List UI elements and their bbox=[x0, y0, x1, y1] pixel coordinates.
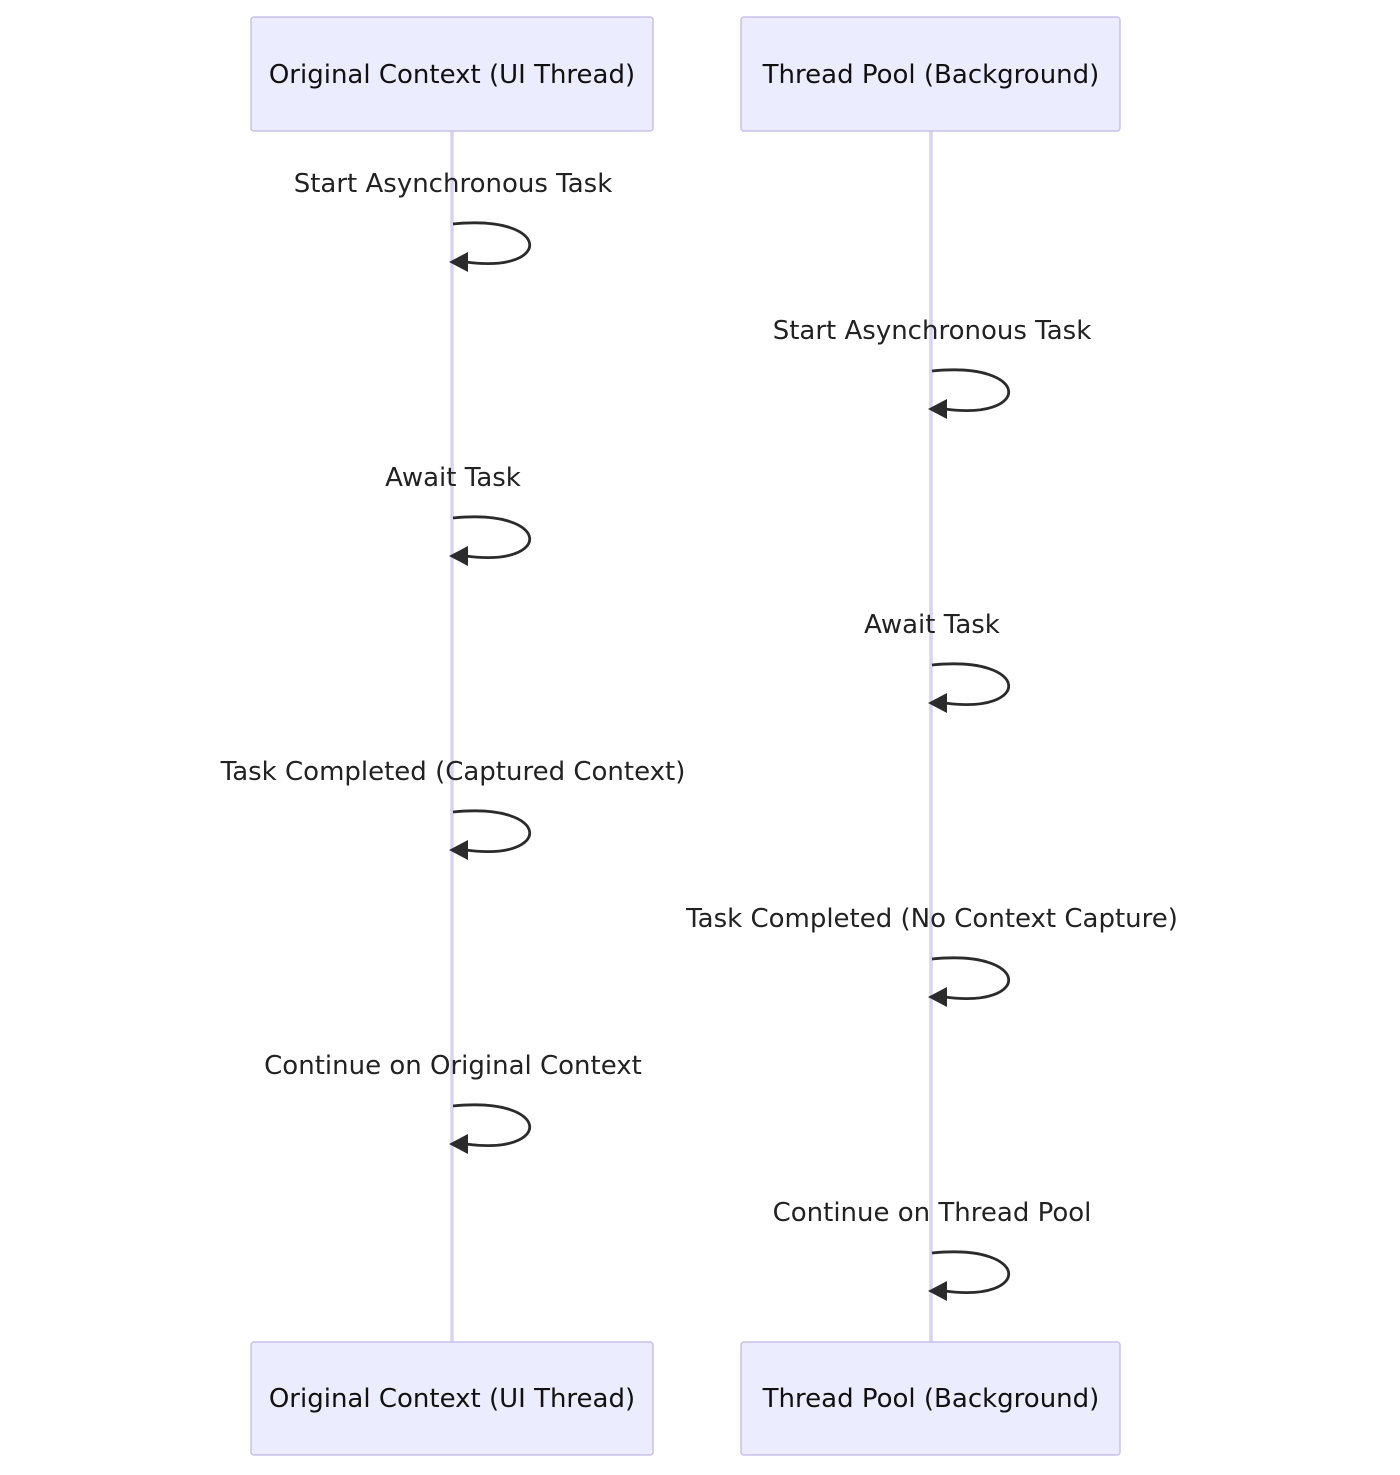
message-8: Continue on Thread Pool bbox=[773, 1198, 1092, 1301]
actor-pool-bottom-label: Thread Pool (Background) bbox=[762, 1384, 1100, 1414]
message-5: Task Completed (Captured Context) bbox=[220, 757, 686, 860]
actor-pool-top-label: Thread Pool (Background) bbox=[762, 60, 1100, 90]
message-7: Continue on Original Context bbox=[264, 1051, 642, 1154]
message-7-label: Continue on Original Context bbox=[264, 1051, 642, 1081]
actor-pool-top: Thread Pool (Background) bbox=[740, 16, 1121, 132]
message-6-label: Task Completed (No Context Capture) bbox=[685, 904, 1178, 934]
message-4: Await Task bbox=[864, 610, 1011, 713]
actor-ui-top: Original Context (UI Thread) bbox=[250, 16, 654, 132]
self-loop-arrow bbox=[931, 368, 1011, 412]
message-4-label: Await Task bbox=[864, 610, 1000, 640]
arrowhead-icon bbox=[449, 546, 468, 566]
message-3: Await Task bbox=[385, 463, 532, 566]
self-loop-arrow bbox=[931, 1250, 1011, 1294]
message-6: Task Completed (No Context Capture) bbox=[685, 904, 1178, 1007]
self-loop-arrow bbox=[931, 662, 1011, 706]
message-1-label: Start Asynchronous Task bbox=[294, 169, 613, 199]
message-1: Start Asynchronous Task bbox=[294, 169, 613, 272]
arrowhead-icon bbox=[928, 1281, 947, 1301]
message-2-label: Start Asynchronous Task bbox=[773, 316, 1092, 346]
actor-ui-top-label: Original Context (UI Thread) bbox=[269, 60, 635, 90]
message-3-label: Await Task bbox=[385, 463, 521, 493]
arrowhead-icon bbox=[449, 252, 468, 272]
arrowhead-icon bbox=[928, 693, 947, 713]
actor-ui-bottom-label: Original Context (UI Thread) bbox=[269, 1384, 635, 1414]
arrowhead-icon bbox=[449, 840, 468, 860]
arrowhead-icon bbox=[928, 399, 947, 419]
message-8-label: Continue on Thread Pool bbox=[773, 1198, 1092, 1228]
self-loop-arrow bbox=[452, 809, 532, 853]
actor-pool-bottom: Thread Pool (Background) bbox=[740, 1341, 1121, 1456]
self-loop-arrow bbox=[452, 1103, 532, 1147]
self-loop-arrow bbox=[452, 515, 532, 559]
arrowhead-icon bbox=[449, 1134, 468, 1154]
message-2: Start Asynchronous Task bbox=[773, 316, 1092, 419]
actor-ui-bottom: Original Context (UI Thread) bbox=[250, 1341, 654, 1456]
arrowhead-icon bbox=[928, 987, 947, 1007]
message-5-label: Task Completed (Captured Context) bbox=[220, 757, 686, 787]
self-loop-arrow bbox=[931, 956, 1011, 1000]
self-loop-arrow bbox=[452, 221, 532, 265]
